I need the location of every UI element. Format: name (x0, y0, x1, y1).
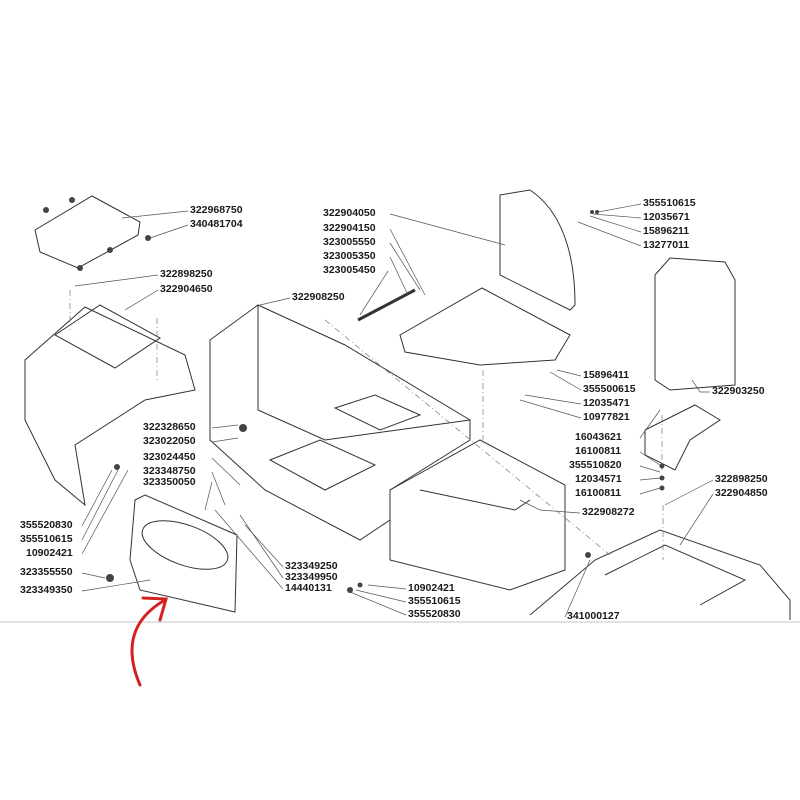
part-number-label: 16043621 (575, 431, 622, 443)
part-number-label: 322903250 (712, 385, 765, 397)
red-arrow-icon (130, 596, 168, 687)
part-number-label: 322904150 (323, 222, 376, 234)
part-number-label: 322904650 (160, 283, 213, 295)
part-number-label: 12035671 (643, 211, 690, 223)
part-number-label: 355520830 (408, 608, 461, 620)
part-number-label: 323349250 (285, 560, 338, 572)
battery-cover-part (654, 257, 736, 391)
part-number-label: 10977821 (583, 411, 630, 423)
left-cover-part (24, 306, 196, 507)
part-number-label: 16100811 (575, 487, 622, 499)
front-box-part (389, 439, 566, 591)
part-number-label: 355520830 (20, 519, 73, 531)
part-number-label: 322968750 (190, 204, 243, 216)
seat-part (399, 287, 571, 366)
part-number-label: 322908272 (582, 506, 635, 518)
floor-panel-part (529, 529, 791, 620)
lid-part (34, 195, 141, 269)
part-number-label: 323349350 (20, 584, 73, 596)
gas-strut-part (357, 288, 416, 322)
part-number-label: 322908250 (292, 291, 345, 303)
part-number-label: 323022050 (143, 435, 196, 447)
part-number-label: 322898250 (160, 268, 213, 280)
part-number-label: 323349950 (285, 571, 338, 583)
part-number-label: 323005350 (323, 250, 376, 262)
part-number-label: 323005550 (323, 236, 376, 248)
backrest-part (499, 189, 576, 311)
part-number-label: 322904850 (715, 487, 768, 499)
chassis-part (209, 304, 471, 541)
part-number-label: 355510615 (20, 533, 73, 545)
part-number-label: 16100811 (575, 445, 622, 457)
part-number-label: 13277011 (643, 239, 690, 251)
part-number-label: 341000127 (567, 610, 620, 622)
part-number-label: 323024450 (143, 451, 196, 463)
part-number-label: 14440131 (285, 582, 332, 594)
part-number-label: 322898250 (715, 473, 768, 485)
part-number-label: 340481704 (190, 218, 243, 230)
part-number-label: 10902421 (26, 547, 73, 559)
part-number-label: 323350050 (143, 476, 196, 488)
part-number-label: 322328650 (143, 421, 196, 433)
part-number-label: 323348750 (143, 465, 196, 477)
part-number-label: 323005450 (323, 264, 376, 276)
part-number-label: 355510615 (643, 197, 696, 209)
part-number-label: 323355550 (20, 566, 73, 578)
part-number-label: 12035471 (583, 397, 630, 409)
part-number-label: 355500615 (583, 383, 636, 395)
part-number-label: 322904050 (323, 207, 376, 219)
part-number-label: 355510615 (408, 595, 461, 607)
part-number-label: 15896211 (643, 225, 690, 237)
part-number-label: 15896411 (583, 369, 630, 381)
door-panel-part (129, 494, 238, 613)
part-number-label: 12034571 (575, 473, 622, 485)
part-number-label: 10902421 (408, 582, 455, 594)
part-number-label: 355510820 (569, 459, 622, 471)
